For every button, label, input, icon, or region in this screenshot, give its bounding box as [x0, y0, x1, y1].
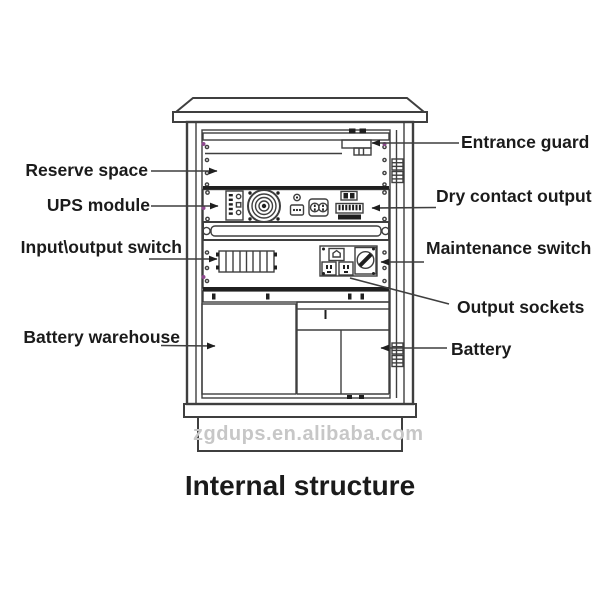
filled-details: [201, 128, 389, 399]
watermark: zgdups.en.alibaba.com: [193, 423, 424, 445]
led-indicator-panel-icon: [225, 190, 244, 221]
round-connector-icon: [293, 193, 301, 202]
cabinet-roof: [172, 97, 428, 123]
door-hinge-top-icon: [391, 158, 404, 184]
door-hinge-bottom-icon: [391, 342, 404, 368]
top-rail: [202, 132, 390, 141]
rail-screws: [204, 144, 387, 284]
label-entrance-guard: Entrance guard: [461, 132, 590, 152]
label-ups-module: UPS module: [46, 195, 150, 215]
cable-tray: [202, 221, 390, 241]
maintenance-rotary-switch-icon: [354, 246, 377, 275]
leader-battery-warehouse: [160, 342, 216, 350]
label-maintenance-switch: Maintenance switch: [426, 238, 592, 258]
twin-socket-icon: [308, 198, 329, 217]
base-plinth: [183, 403, 417, 418]
leader-output-sockets: [349, 277, 450, 305]
terminal-block-icon: [335, 202, 364, 214]
entrance-guard-device: [341, 139, 372, 156]
dry-contact-port-icon: [340, 190, 358, 201]
cabinet-body-frame: [185, 120, 415, 406]
label-output-sockets: Output sockets: [457, 297, 585, 317]
label-dry-contact-output: Dry contact output: [436, 186, 592, 206]
page-title: Internal structure: [184, 470, 416, 501]
label-battery: Battery: [451, 339, 512, 359]
iec-inlet-icon: [289, 204, 305, 216]
label-reserve-space: Reserve space: [25, 160, 148, 180]
label-battery-warehouse: Battery warehouse: [23, 327, 180, 347]
output-socket-plate: [319, 245, 378, 277]
leader-dry-contact-output: [371, 204, 437, 212]
leader-lines: [149, 139, 459, 352]
battery-warehouse-compartment: [201, 301, 390, 395]
input-output-breaker-icon: [218, 250, 275, 273]
pedestal: [197, 416, 403, 452]
label-input-output-switch: Input\output switch: [20, 237, 182, 257]
